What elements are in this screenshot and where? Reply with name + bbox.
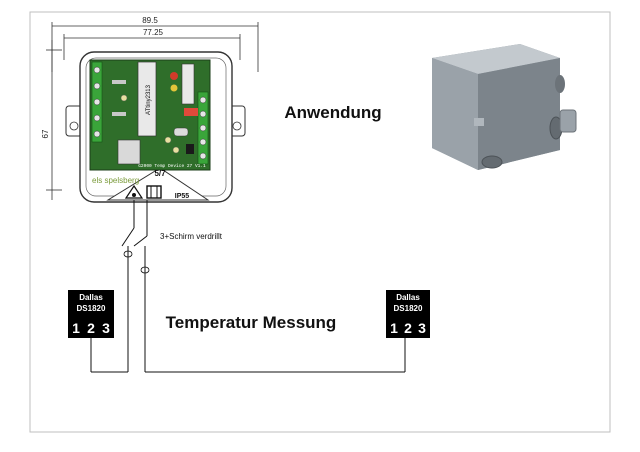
sensor-ds1820-left: Dallas DS1820 1 2 3 xyxy=(68,290,114,338)
page-frame xyxy=(29,11,611,433)
terminal-block-left xyxy=(91,61,103,143)
dimension-lines xyxy=(46,22,259,200)
measurement-heading: Temperatur Messung xyxy=(166,313,337,332)
svg-text:2: 2 xyxy=(87,320,95,336)
svg-text:Dallas: Dallas xyxy=(79,293,103,302)
dimension-height: 67 xyxy=(41,129,50,138)
dip-switch xyxy=(184,108,198,116)
cable-label: 3+Schirm verdrillt xyxy=(160,232,223,241)
led-yellow xyxy=(170,84,178,92)
svg-text:ATtiny2313: ATtiny2313 xyxy=(146,84,152,115)
svg-text:1: 1 xyxy=(390,320,398,336)
ic-chip xyxy=(181,63,195,105)
voltage-regulator xyxy=(117,139,141,165)
enclosure-3d-image xyxy=(432,44,577,170)
crystal xyxy=(173,127,189,137)
pcb-caption: G2000 Temp Device 27 V1.1 xyxy=(138,163,206,169)
led-red xyxy=(170,72,178,80)
housing-model: 5/7 xyxy=(154,169,166,178)
terminal-block-right xyxy=(197,91,209,165)
svg-text:Dallas: Dallas xyxy=(396,293,420,302)
cable-entry xyxy=(124,184,162,199)
svg-text:2: 2 xyxy=(404,320,412,336)
brand-logo-text: els spelsberg xyxy=(92,176,139,185)
pcb-board: ATtiny2313 G2000 Temp Device 27 V1.1 xyxy=(89,59,211,171)
svg-text:1: 1 xyxy=(72,320,80,336)
protection-rating: IP55 xyxy=(175,193,190,200)
svg-text:3: 3 xyxy=(418,320,426,336)
dimension-inner-width: 77.25 xyxy=(143,28,164,37)
shield-markers xyxy=(123,250,150,274)
microcontroller-chip: ATtiny2313 xyxy=(137,61,157,137)
cable-lines xyxy=(90,200,406,373)
svg-text:3: 3 xyxy=(102,320,110,336)
dimension-outer-width: 89.5 xyxy=(142,16,158,25)
svg-text:DS1820: DS1820 xyxy=(77,304,106,313)
application-heading: Anwendung xyxy=(284,103,381,122)
sensor-ds1820-right: Dallas DS1820 1 2 3 xyxy=(386,290,430,338)
svg-text:DS1820: DS1820 xyxy=(394,304,423,313)
